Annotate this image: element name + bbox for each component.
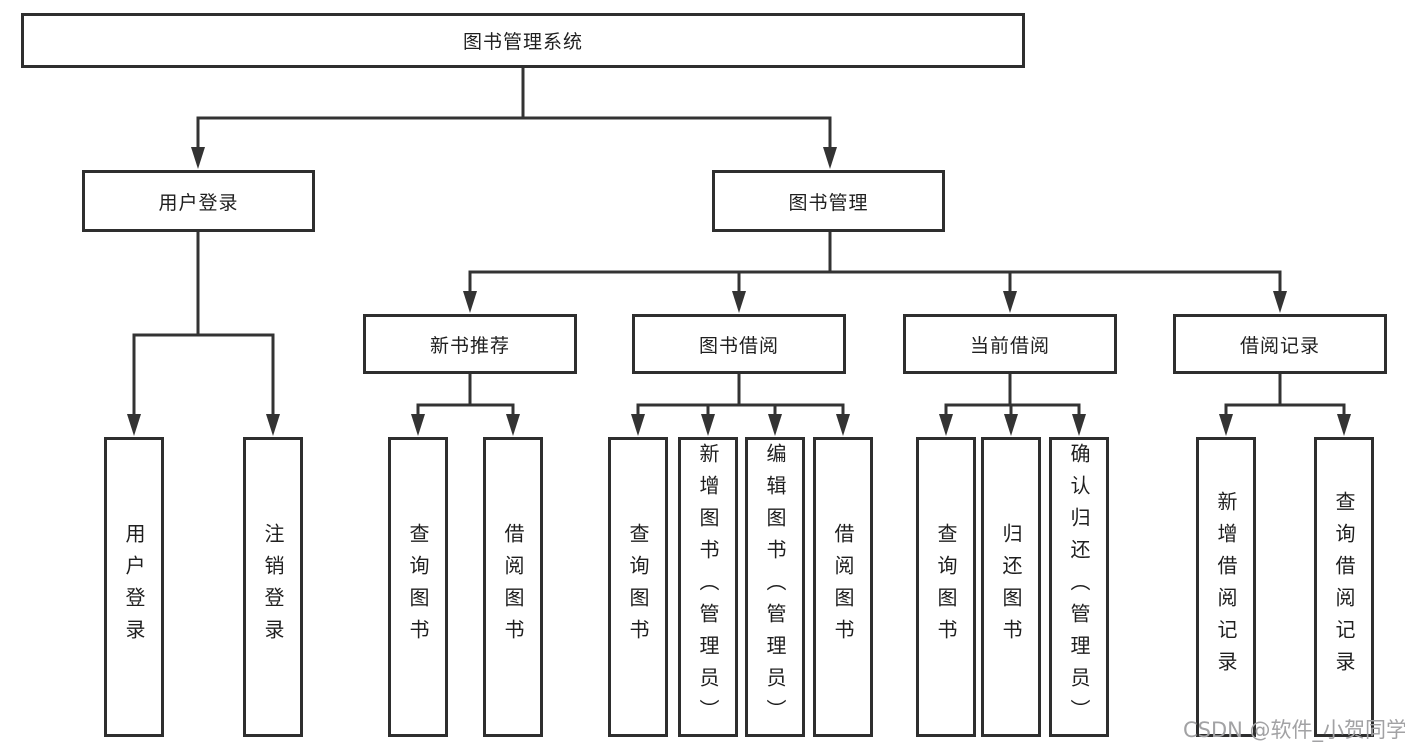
connector-bookmgmt-to-level3 [463,230,1287,313]
node-label: 归还图书 [999,523,1023,651]
node-label: 图书管理系统 [462,31,583,53]
node-new-book-recommend: 新书推荐 [363,314,577,374]
node-book-borrow: 图书借阅 [632,314,846,374]
leaf-borrow-books: 借阅图书 [813,437,873,737]
node-label: 借阅图书 [831,523,855,651]
leaf-logout: 注销登录 [243,437,303,737]
leaf-confirm-return-admin: 确认归还（管理员） [1049,437,1109,737]
node-user-login: 用户登录 [82,170,315,232]
node-label: 查询图书 [626,523,650,651]
node-current-borrow: 当前借阅 [903,314,1117,374]
connector-borrowrecords-to-leaves [1219,372,1351,436]
leaf-return-books: 归还图书 [981,437,1041,737]
node-label: 新书推荐 [429,334,510,357]
leaf-query-books-borrow: 查询图书 [608,437,668,737]
node-label: 新增借阅记录 [1214,491,1238,683]
node-label: 图书管理 [788,191,869,214]
node-label: 借阅记录 [1239,334,1320,357]
leaf-add-books-admin: 新增图书（管理员） [678,437,738,737]
node-label: 用户登录 [158,191,239,214]
csdn-watermark: CSDN @软件_小贺同学 [1183,718,1405,742]
connector-bookborrow-to-leaves [631,372,850,436]
node-book-management: 图书管理 [712,170,945,232]
leaf-query-borrow-record: 查询借阅记录 [1314,437,1374,737]
node-label: 图书借阅 [698,334,779,357]
node-label: 确认归还（管理员） [1067,443,1091,731]
leaf-add-borrow-record: 新增借阅记录 [1196,437,1256,737]
node-label: 借阅图书 [501,523,525,651]
node-library-management-system: 图书管理系统 [21,13,1025,68]
node-label: 用户登录 [122,523,146,651]
connector-userlogin-to-leaves [127,230,280,436]
node-label: 当前借阅 [969,334,1050,357]
connector-currentborrow-to-leaves [939,372,1086,436]
leaf-query-books-newbooks: 查询图书 [388,437,448,737]
leaf-user-login: 用户登录 [104,437,164,737]
leaf-edit-books-admin: 编辑图书（管理员） [745,437,805,737]
node-borrow-records: 借阅记录 [1173,314,1387,374]
node-label: 查询借阅记录 [1332,491,1356,683]
node-label: 查询图书 [406,523,430,651]
connector-root-to-level2 [191,66,837,169]
node-label: 新增图书（管理员） [696,443,720,731]
leaf-borrow-books-newbooks: 借阅图书 [483,437,543,737]
leaf-query-books-current: 查询图书 [916,437,976,737]
node-label: 查询图书 [934,523,958,651]
connector-newbooks-to-leaves [411,372,520,436]
node-label: 编辑图书（管理员） [763,443,787,731]
node-label: 注销登录 [261,523,285,651]
